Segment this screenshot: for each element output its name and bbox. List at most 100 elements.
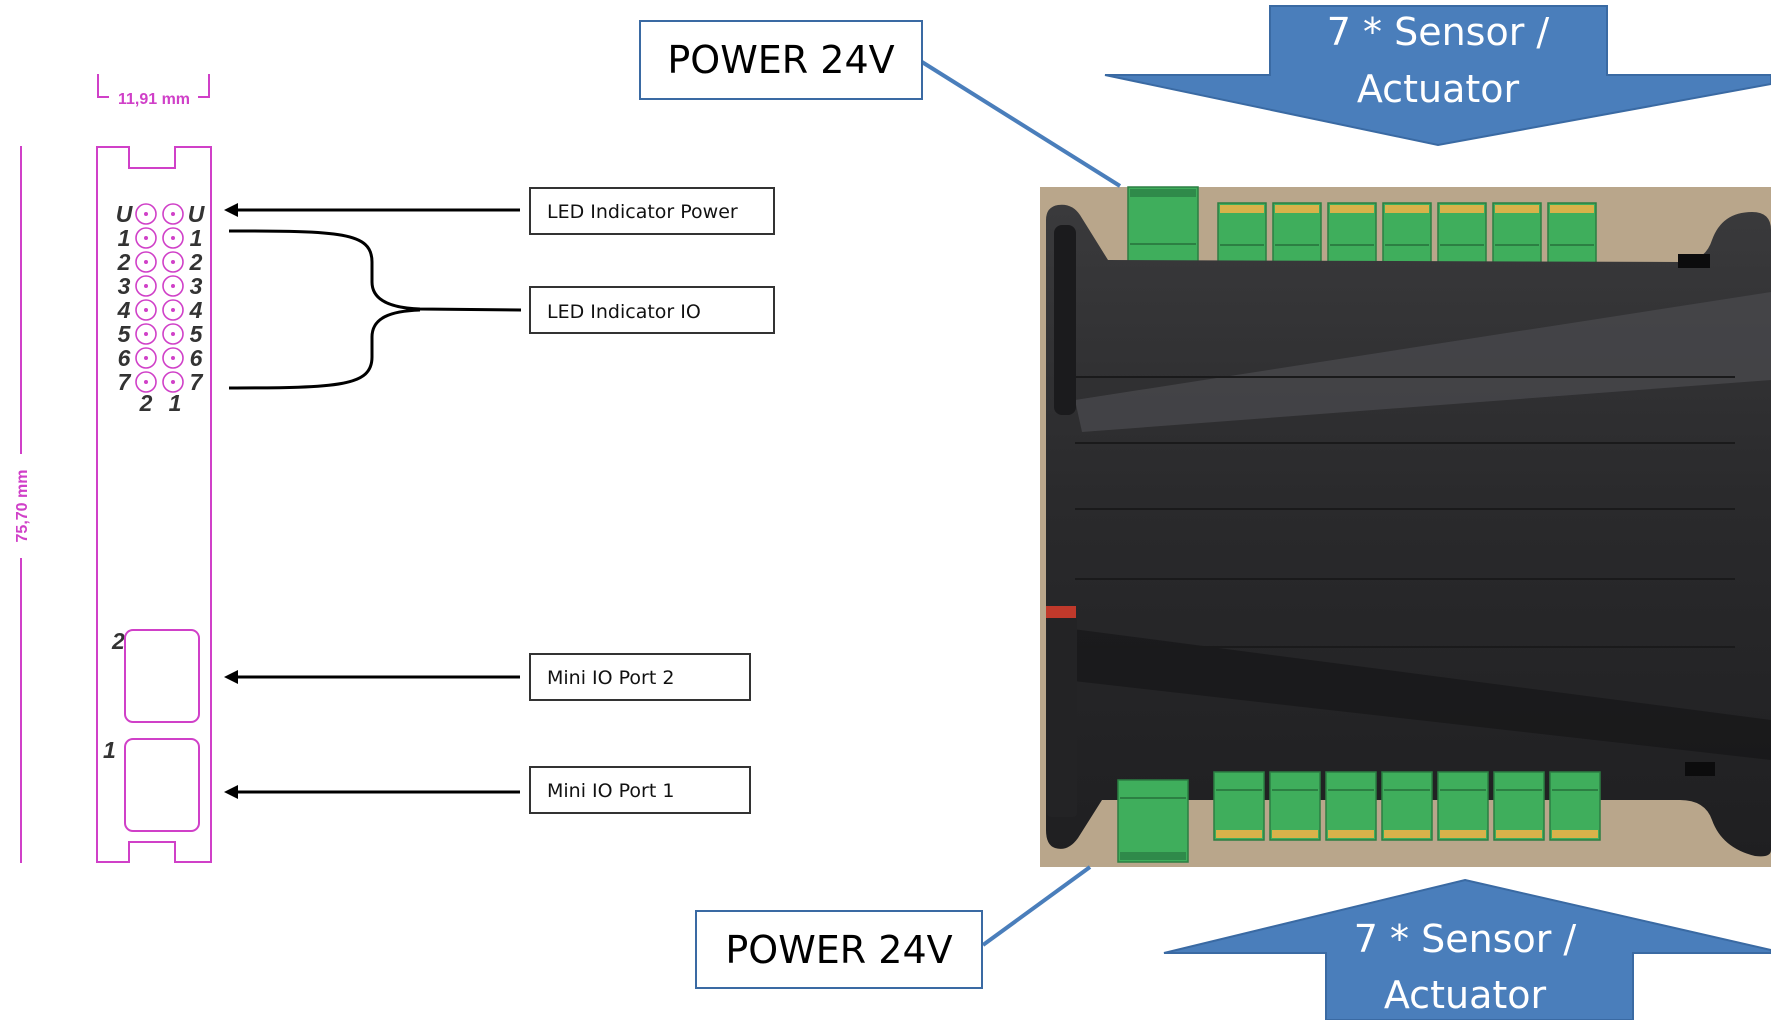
mini-io-port-2: 2 — [111, 628, 200, 723]
width-dimension-label: 11,91 mm — [118, 91, 190, 108]
housing-body — [1046, 204, 1771, 857]
housing-shadow — [1065, 628, 1771, 760]
led-dot — [144, 308, 148, 312]
led-indicator — [162, 203, 184, 225]
led-column-number: 2 — [139, 390, 153, 416]
pin-label-right: 5 — [190, 321, 204, 347]
led-dot — [144, 356, 148, 360]
callout-lines — [224, 203, 522, 799]
led-indicator — [135, 323, 157, 345]
housing-ridges — [1075, 376, 1735, 648]
pin-label-left: U — [116, 201, 134, 227]
sensor-arrow-bottom-line2: Actuator — [1384, 973, 1547, 1017]
pin-label-right: U — [188, 201, 206, 227]
led-dot — [171, 236, 175, 240]
sensor-arrow-bottom: 7 * Sensor / Actuator — [1163, 878, 1771, 1020]
din-rail-clip-bottom — [1047, 617, 1077, 817]
label-mini-io-1-text: Mini IO Port 1 — [547, 780, 674, 802]
led-indicator — [162, 227, 184, 249]
io-terminal-block — [1549, 771, 1601, 841]
io-terminal-block — [1437, 202, 1487, 264]
io-terminal-block — [1382, 202, 1432, 264]
led-dot — [171, 260, 175, 264]
io-terminal-block — [1327, 202, 1377, 264]
pin-label-right: 1 — [190, 225, 203, 251]
led-dot — [144, 380, 148, 384]
pin-label-left: 4 — [117, 297, 131, 323]
height-dimension: 75,70 mm — [14, 146, 31, 863]
led-dot — [171, 212, 175, 216]
io-terminal-block — [1269, 771, 1321, 841]
io-terminal-block — [1217, 202, 1267, 264]
width-dimension: 11,91 mm — [97, 74, 210, 108]
sensor-arrow-bottom-line1: 7 * Sensor / — [1354, 917, 1577, 961]
pin-label-right: 6 — [190, 345, 203, 371]
label-led-power: LED Indicator Power — [529, 187, 775, 235]
led-indicator — [135, 371, 157, 393]
mini-io-port-1: 1 — [103, 737, 200, 832]
led-dot — [144, 332, 148, 336]
power-terminal-block — [1117, 779, 1189, 863]
power-bottom-text: POWER 24V — [725, 928, 952, 972]
housing-slot — [1685, 762, 1715, 776]
pin-label-right: 3 — [190, 273, 203, 299]
led-indicator — [135, 275, 157, 297]
io-terminal-block — [1272, 202, 1322, 264]
label-mini-io-2-text: Mini IO Port 2 — [547, 667, 674, 689]
led-indicator — [162, 323, 184, 345]
pin-label-left: 1 — [118, 225, 131, 251]
pin-label-right: 2 — [189, 249, 203, 275]
led-indicator — [162, 371, 184, 393]
pin-label-left: 5 — [118, 321, 132, 347]
label-led-io-text: LED Indicator IO — [547, 301, 701, 323]
led-indicator — [162, 251, 184, 273]
power-top-text: POWER 24V — [667, 38, 894, 82]
io-terminal-block — [1493, 771, 1545, 841]
label-led-io: LED Indicator IO — [529, 286, 775, 334]
io-terminal-block — [1213, 771, 1265, 841]
panel-outline — [96, 146, 212, 863]
pin-label-left: 2 — [117, 249, 131, 275]
sensor-arrow-top: 7 * Sensor / Actuator — [1104, 5, 1771, 147]
led-indicator — [135, 227, 157, 249]
led-indicator — [162, 347, 184, 369]
led-indicator — [135, 347, 157, 369]
led-dot — [144, 284, 148, 288]
led-dot — [171, 380, 175, 384]
port-number: 1 — [103, 737, 116, 763]
led-indicator — [162, 299, 184, 321]
led-indicator — [135, 203, 157, 225]
power-top-label: POWER 24V — [639, 20, 923, 100]
pin-label-left: 3 — [118, 273, 131, 299]
height-dimension-label: 75,70 mm — [14, 470, 31, 543]
led-dot — [144, 236, 148, 240]
pin-label-left: 7 — [118, 369, 132, 395]
label-mini-io-2: Mini IO Port 2 — [529, 653, 751, 701]
din-rail-clip-top — [1054, 225, 1076, 415]
led-indicator — [135, 299, 157, 321]
sensor-arrow-top-line1: 7 * Sensor / — [1327, 10, 1550, 54]
housing-highlight — [1075, 292, 1771, 432]
sensor-arrow-top-line2: Actuator — [1357, 67, 1520, 111]
housing-slot — [1678, 254, 1710, 268]
label-led-power-text: LED Indicator Power — [547, 201, 738, 223]
led-column-number: 1 — [169, 390, 182, 416]
led-dot — [171, 332, 175, 336]
pin-label-left: 6 — [118, 345, 131, 371]
io-terminal-block — [1325, 771, 1377, 841]
device-photo — [1040, 186, 1771, 867]
io-terminal-block — [1492, 202, 1542, 264]
bottom-connector-row — [1117, 771, 1601, 863]
power-top-leader — [920, 60, 1122, 188]
port-number: 2 — [111, 628, 125, 654]
led-dot — [171, 356, 175, 360]
